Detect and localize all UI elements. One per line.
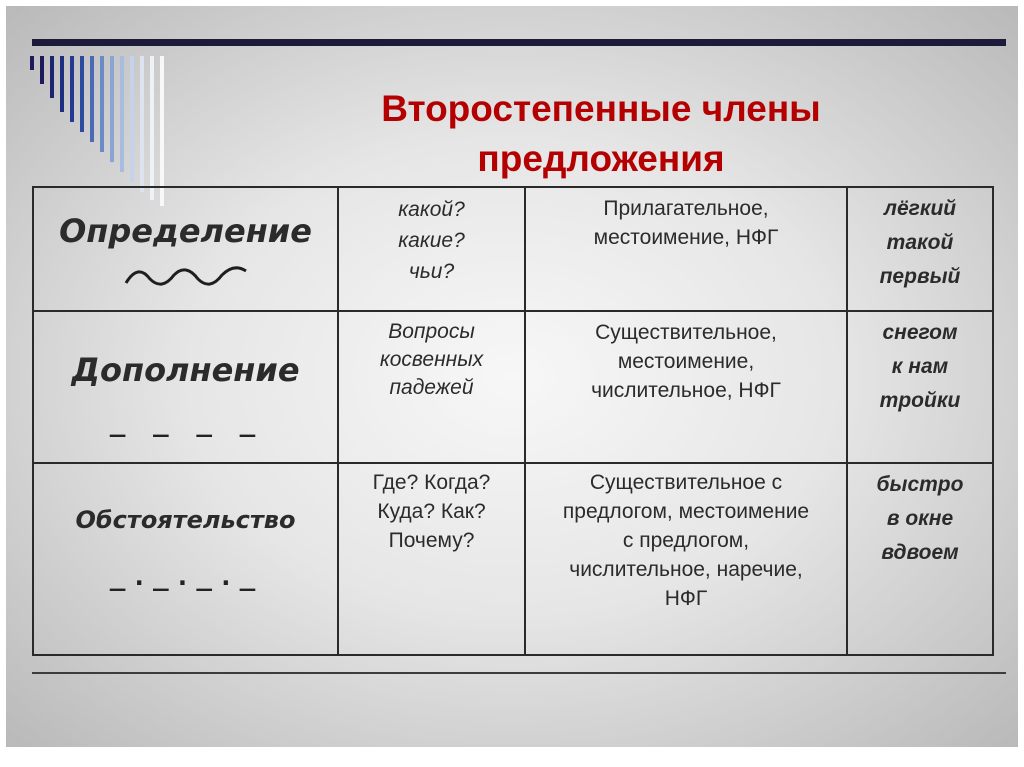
- table-row-opredelenie: Определение какой? какие? чьи? Прилагате…: [32, 186, 994, 312]
- title-line-2: предложения: [477, 138, 725, 179]
- question: Куда? Как?: [377, 500, 486, 523]
- pos-line: числительное, наречие,: [569, 558, 803, 581]
- wavy-underline-icon: [124, 265, 247, 286]
- bottom-rule: [32, 672, 1006, 674]
- question: чьи?: [408, 260, 455, 283]
- term-cell: Определение: [32, 186, 339, 312]
- decorative-stripes-icon: [30, 56, 164, 206]
- questions-cell: Вопросы косвенных падежей: [337, 310, 526, 464]
- pos-cell: Существительное, местоимение, числительн…: [524, 310, 848, 464]
- top-rule: [32, 39, 1006, 46]
- pos-line: Прилагательное,: [603, 197, 769, 220]
- pos-cell: Прилагательное, местоимение, НФГ: [524, 186, 848, 312]
- question: косвенных: [379, 348, 484, 371]
- questions-cell: какой? какие? чьи?: [337, 186, 526, 312]
- dashed-underline-marker: _ _ _ _: [109, 408, 262, 438]
- title-line-1: Второстепенные члены: [381, 88, 821, 129]
- example: в окне: [886, 507, 954, 530]
- question: какие?: [398, 229, 465, 252]
- pos-line: местоимение, НФГ: [593, 226, 779, 249]
- question: Вопросы: [388, 320, 475, 343]
- pos-cell: Существительное с предлогом, местоимение…: [524, 462, 848, 656]
- question: Где? Когда?: [372, 471, 491, 494]
- examples-cell: быстро в окне вдвоем: [846, 462, 994, 656]
- pos-line: НФГ: [664, 587, 708, 610]
- pos-line: с предлогом,: [622, 529, 750, 552]
- pos-line: Существительное,: [595, 321, 777, 344]
- example: вдвоем: [881, 541, 959, 564]
- table-row-dopolnenie: Дополнение _ _ _ _ Вопросы косвенных пад…: [32, 310, 994, 464]
- pos-line: местоимение,: [617, 350, 755, 373]
- pos-line: числительное, НФГ: [591, 379, 781, 402]
- example: снегом: [882, 321, 958, 344]
- example: такой: [886, 231, 954, 254]
- examples-cell: лёгкий такой первый: [846, 186, 994, 312]
- term-label: Дополнение: [71, 351, 300, 389]
- question: какой?: [398, 198, 465, 221]
- example: быстро: [876, 473, 964, 496]
- page-title: Второстепенные члены предложения: [246, 84, 956, 184]
- table-row-obstoyatelstvo: Обстоятельство _._._._ Где? Когда? Куда?…: [32, 462, 994, 656]
- pos-line: Существительное с: [589, 471, 783, 494]
- slide: Второстепенные члены предложения Определ…: [6, 6, 1018, 747]
- term-cell: Дополнение _ _ _ _: [32, 310, 339, 464]
- term-label: Обстоятельство: [75, 506, 296, 534]
- members-table: Определение какой? какие? чьи? Прилагате…: [32, 186, 994, 656]
- examples-cell: снегом к нам тройки: [846, 310, 994, 464]
- dash-dot-underline-marker: _._._._: [109, 562, 262, 592]
- example: лёгкий: [883, 197, 957, 220]
- term-label: Определение: [59, 211, 312, 250]
- question: падежей: [389, 376, 474, 399]
- questions-cell: Где? Когда? Куда? Как? Почему?: [337, 462, 526, 656]
- pos-line: предлогом, местоимение: [562, 500, 810, 523]
- example: тройки: [879, 389, 961, 412]
- example: первый: [879, 265, 961, 288]
- example: к нам: [891, 355, 949, 378]
- term-cell: Обстоятельство _._._._: [32, 462, 339, 656]
- question: Почему?: [388, 529, 475, 552]
